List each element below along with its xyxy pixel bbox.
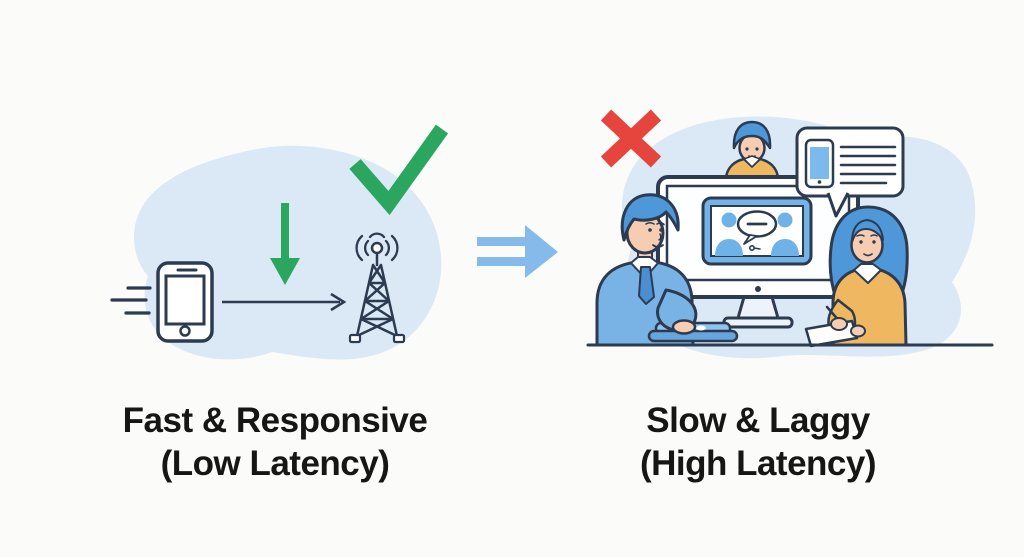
high-latency-caption: Slow & Laggy (High Latency) bbox=[548, 399, 968, 485]
man-at-laptop-icon bbox=[595, 193, 739, 347]
low-latency-caption: Fast & Responsive (Low Latency) bbox=[60, 399, 490, 485]
down-arrow-icon bbox=[270, 203, 300, 285]
smartphone-icon bbox=[156, 261, 214, 343]
low-latency-scene bbox=[110, 124, 449, 360]
radio-waves-icon bbox=[355, 232, 399, 262]
high-latency-scene bbox=[586, 109, 994, 359]
caller-silhouette-left bbox=[715, 212, 743, 256]
tie bbox=[638, 266, 655, 305]
low-latency-caption-line1: Fast & Responsive bbox=[122, 401, 428, 440]
checkmark-icon bbox=[349, 124, 449, 216]
cell-tower-icon bbox=[348, 232, 406, 344]
high-latency-caption-line2: (High Latency) bbox=[639, 444, 877, 483]
high-latency-caption-line1: Slow & Laggy bbox=[646, 401, 870, 440]
chat-bubble-icon bbox=[736, 210, 778, 252]
caller-silhouette-right bbox=[771, 212, 799, 256]
double-right-arrow-icon bbox=[477, 225, 558, 278]
chat-bubble-phone-icon bbox=[795, 126, 905, 218]
woman-with-tablet-icon bbox=[804, 205, 909, 348]
person-on-screen-icon bbox=[724, 120, 780, 180]
video-call-window bbox=[701, 196, 813, 266]
signal-arrow-icon bbox=[222, 292, 347, 312]
low-latency-caption-line2: (Low Latency) bbox=[160, 444, 390, 483]
webcam-dot-icon bbox=[755, 286, 761, 292]
message-text-lines bbox=[839, 145, 897, 185]
speed-lines-icon bbox=[110, 286, 152, 315]
x-mark-icon bbox=[600, 109, 662, 168]
